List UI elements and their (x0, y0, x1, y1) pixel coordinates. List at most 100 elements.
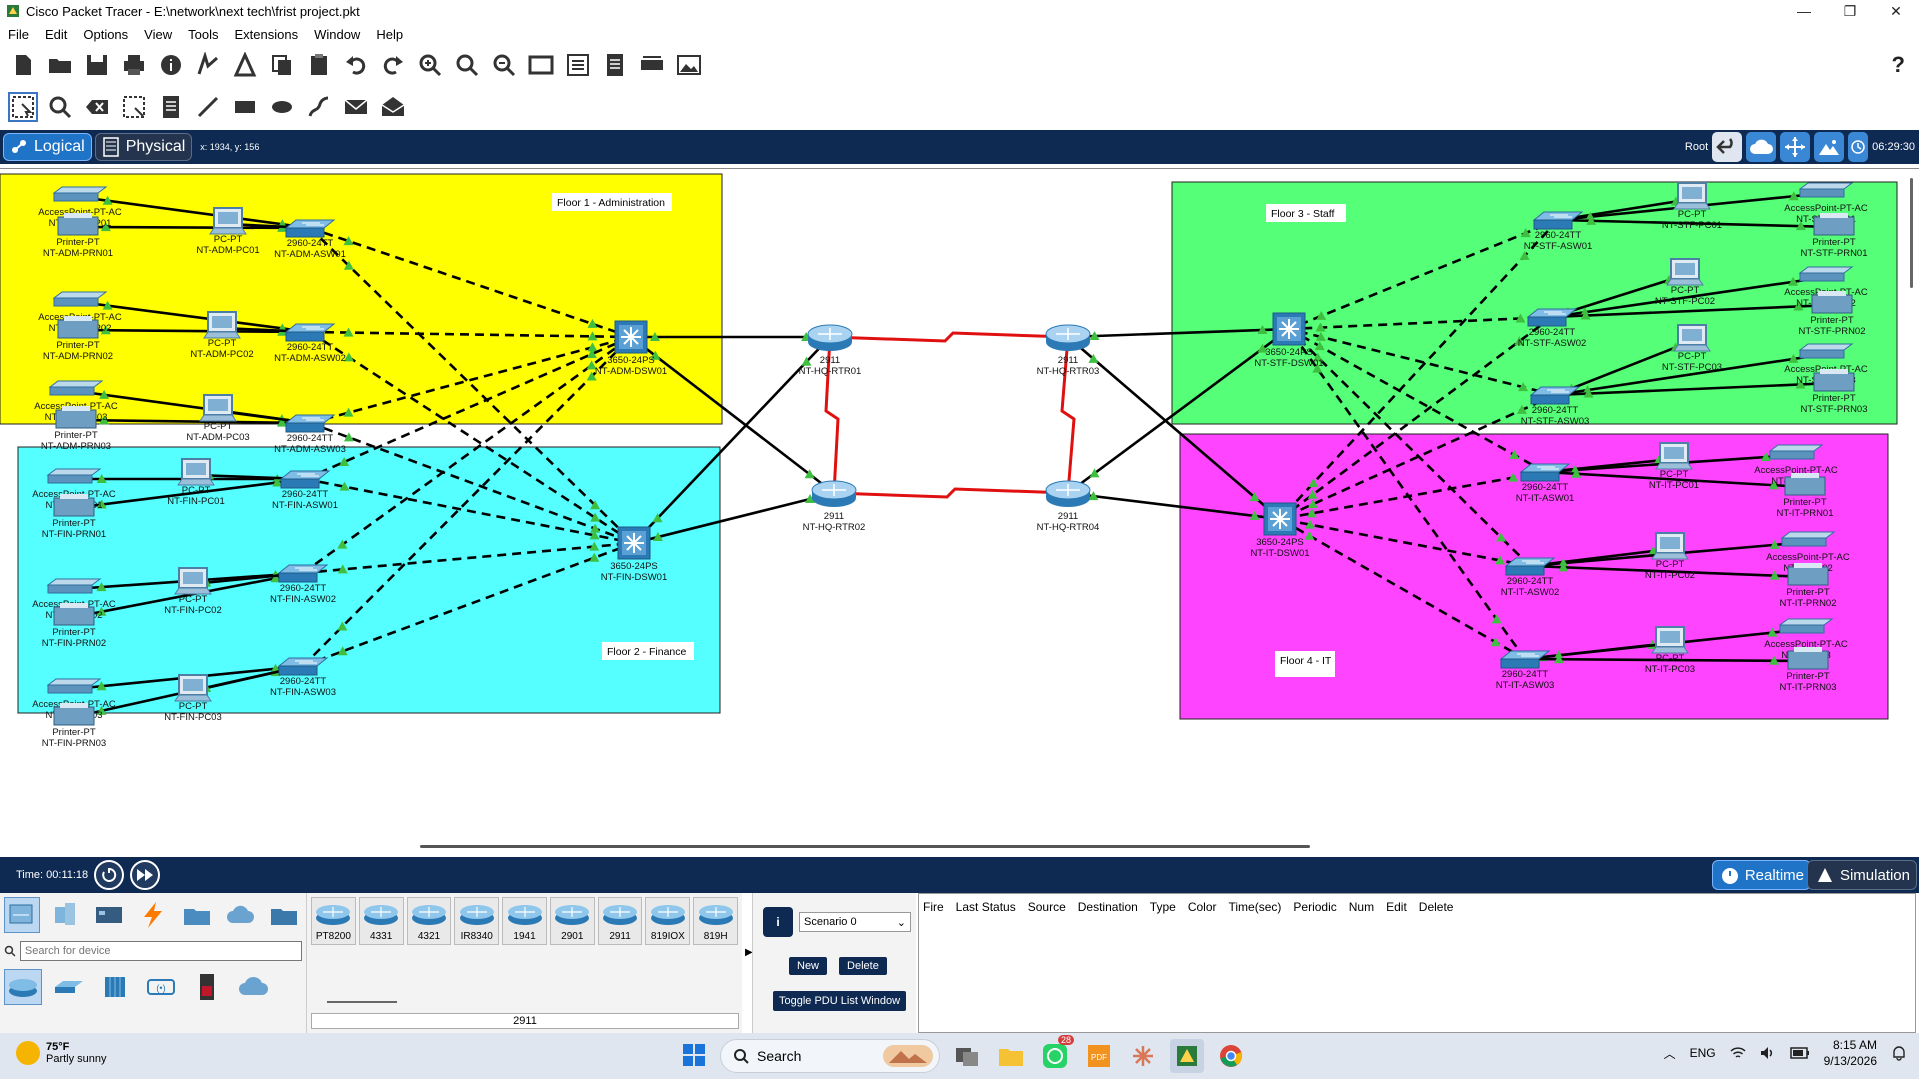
cable-link[interactable] (1279, 517, 1531, 568)
pdu-column-header[interactable]: Edit (1386, 900, 1407, 914)
area-floor-1[interactable] (0, 173, 723, 425)
cable-link[interactable] (1067, 327, 1290, 495)
place-note-tool[interactable] (156, 92, 186, 122)
device-search-input[interactable] (19, 941, 302, 961)
cable-link[interactable] (1557, 218, 1835, 229)
redo-button[interactable] (378, 50, 408, 80)
simulation-mode-button[interactable]: Simulation (1806, 860, 1917, 890)
cable-link[interactable] (1524, 657, 1809, 663)
cable-link[interactable] (73, 571, 304, 619)
menu-view[interactable]: View (144, 26, 173, 42)
cable-link[interactable] (302, 541, 635, 575)
cable-link[interactable] (1288, 328, 1531, 567)
activity-wizard-button[interactable] (230, 50, 260, 80)
pdu-column-header[interactable]: Color (1187, 900, 1217, 914)
device-model-0[interactable]: PT8200 (311, 897, 356, 945)
system-clock[interactable]: 8:15 AM 9/13/2026 (1824, 1037, 1877, 1069)
workspace-horizontal-scrollbar[interactable] (420, 845, 1310, 848)
new-file-button[interactable] (8, 50, 38, 80)
device-model-6[interactable]: 2911 (597, 897, 643, 945)
zoom-reset-button[interactable] (452, 50, 482, 80)
workspace-vertical-scrollbar[interactable] (1910, 178, 1913, 288)
wifi-icon[interactable] (1730, 1046, 1746, 1060)
battery-icon[interactable] (1789, 1047, 1810, 1059)
weather-widget[interactable]: 75°F Partly sunny (16, 1041, 107, 1065)
notification-icon[interactable] (1891, 1045, 1907, 1061)
cable-link[interactable] (1554, 381, 1835, 397)
windows-start-icon[interactable] (682, 1043, 706, 1067)
area-label-box[interactable] (1266, 204, 1346, 222)
serial-link[interactable] (833, 487, 1069, 499)
cable-link[interactable] (73, 477, 306, 510)
draw-rectangle-tool[interactable] (230, 92, 260, 122)
power-cycle-button[interactable] (94, 860, 125, 890)
delete-tool[interactable] (82, 92, 112, 122)
area-label-box[interactable] (602, 642, 694, 660)
menu-window[interactable]: Window (314, 26, 361, 42)
physical-mode-button[interactable]: Physical (94, 133, 193, 161)
paste-button[interactable] (304, 50, 334, 80)
wan-emulation-subcategory[interactable] (234, 969, 272, 1005)
delete-scenario-button[interactable]: Delete (839, 957, 887, 975)
volume-icon[interactable] (1760, 1046, 1776, 1060)
print-button[interactable] (119, 50, 149, 80)
panel-expand-icon[interactable]: ▶ (745, 947, 753, 958)
device-model-5[interactable]: 2901 (549, 897, 595, 945)
cable-link[interactable] (77, 225, 311, 230)
connections-category[interactable] (135, 897, 171, 933)
cable-link[interactable] (1067, 336, 1281, 520)
cable-link[interactable] (633, 336, 831, 544)
claude-app[interactable] (1126, 1039, 1160, 1073)
hubs-subcategory[interactable] (96, 969, 134, 1005)
pdu-column-header[interactable]: Source (1027, 900, 1066, 914)
task-view-app[interactable] (950, 1039, 984, 1073)
file-explorer-app[interactable] (994, 1039, 1028, 1073)
cable-link[interactable] (302, 336, 632, 667)
cable-link[interactable] (1288, 327, 1546, 474)
cable-link[interactable] (302, 335, 632, 575)
cable-link[interactable] (1551, 303, 1833, 319)
cable-link[interactable] (309, 335, 632, 425)
pdf-app[interactable]: PDF (1082, 1039, 1116, 1073)
background-button[interactable] (1814, 132, 1845, 162)
packet-tracer-app[interactable] (1170, 1039, 1204, 1073)
whatsapp-app[interactable]: 28 (1038, 1035, 1074, 1073)
pdu-column-header[interactable]: Type (1149, 900, 1176, 914)
cable-link[interactable] (1067, 491, 1281, 521)
pdu-column-header[interactable]: Periodic (1293, 900, 1337, 914)
pdu-column-header[interactable]: Last Status (955, 900, 1016, 914)
zoom-in-button[interactable] (415, 50, 445, 80)
select-tool[interactable] (8, 92, 38, 122)
cable-link[interactable] (309, 330, 632, 339)
copy-button[interactable] (267, 50, 297, 80)
pdu-column-header[interactable]: Num (1348, 900, 1375, 914)
cable-link[interactable] (77, 328, 311, 334)
info-button[interactable] (156, 50, 186, 80)
new-scenario-button[interactable]: New (789, 957, 828, 975)
world-clock-button[interactable] (1848, 132, 1869, 162)
language-indicator[interactable]: ENG (1689, 1046, 1716, 1060)
image-button[interactable] (674, 50, 704, 80)
logical-mode-button[interactable]: Logical (3, 133, 92, 161)
cable-link[interactable] (1288, 327, 1556, 397)
navigation-button[interactable] (1780, 132, 1811, 162)
device-model-8[interactable]: 819H (693, 897, 739, 945)
cable-link[interactable] (1279, 517, 1526, 661)
add-complex-pdu-tool[interactable] (378, 92, 408, 122)
